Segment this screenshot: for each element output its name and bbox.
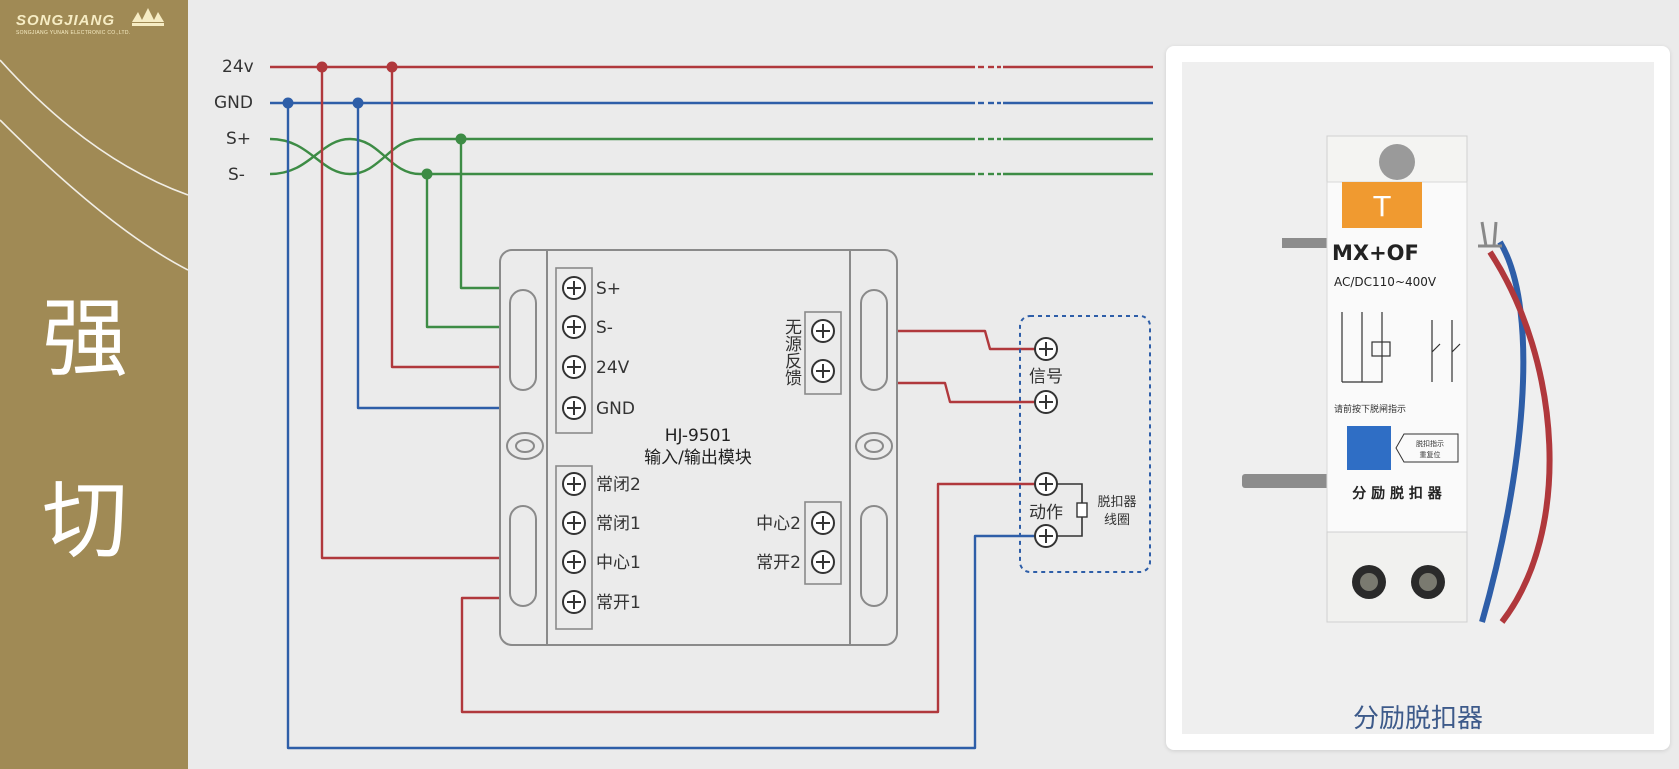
wiring-diagram: 24v GND S+ S-: [214, 57, 1153, 750]
coil-label-1: 脱扣器: [1097, 495, 1136, 510]
device-screw-right-head: [1419, 573, 1437, 591]
wire-24v-to-center1: [320, 67, 560, 560]
terminal-label-nc1: 常闭1: [596, 514, 641, 534]
device-schematic-symbol: [1341, 312, 1461, 383]
terminal-label-s-plus: S+: [596, 279, 621, 299]
terminal-label-s-minus: S-: [596, 318, 613, 338]
device-red-wire: [1487, 250, 1553, 624]
device-blue-wire: [1479, 240, 1527, 623]
io-module-hj9501: [499, 249, 898, 646]
device-caption: 分励脱扣器: [1352, 704, 1483, 734]
device-orange-indicator: [1342, 182, 1422, 228]
terminal-label-com2: 中心2: [756, 514, 801, 534]
wire-feedback-top: [893, 329, 1046, 351]
terminal-label-gnd: GND: [596, 399, 635, 419]
brand-subtitle: SONGJIANG YUNAN ELECTRONIC CO.,LTD.: [16, 30, 131, 36]
signal-label: 信号: [1029, 367, 1063, 387]
device-photo-area: T MX+OF AC/DC110~400V 请前按下脱闸指示 脱扣指示 重复位 …: [1182, 62, 1654, 734]
bus-label-s-minus: S-: [228, 165, 245, 185]
device-reset-note-1: 脱扣指示: [1416, 439, 1444, 448]
device-terminal-clip: [1478, 221, 1502, 248]
brand-name: SONGJIANG: [16, 12, 116, 29]
coil-label-2: 线圈: [1104, 513, 1130, 528]
coil-symbol: [1076, 502, 1088, 518]
module-name: 输入/输出模块: [644, 448, 752, 468]
device-top-hole: [1379, 144, 1415, 180]
device-note: 请前按下脱闸指示: [1334, 403, 1406, 415]
action-label: 动作: [1029, 503, 1063, 523]
title-char-1: 强: [42, 289, 128, 389]
device-reset-tag: [1395, 433, 1459, 463]
device-side-pin: [1242, 474, 1332, 488]
device-label: 分 励 脱 扣 器: [1352, 485, 1442, 502]
bus-s-minus-line: [269, 137, 1153, 176]
device-blue-switch: [1347, 426, 1391, 470]
brand-sidebar: SONGJIANG SONGJIANG YUNAN ELECTRONIC CO.…: [0, 0, 188, 769]
device-indicator-letter: T: [1372, 190, 1391, 223]
device-top-pin: [1282, 238, 1332, 248]
sidebar-decor-arcs: [0, 8, 188, 271]
terminal-label-com1: 中心1: [596, 553, 641, 573]
device-bottom-housing: [1326, 531, 1468, 623]
wire-gnd-to-module: [356, 103, 560, 410]
wire-feedback-bottom: [893, 381, 1046, 404]
device-voltage: AC/DC110~400V: [1334, 275, 1437, 289]
bus-s-plus-line: [269, 137, 1153, 176]
brand-logo-icon: [132, 8, 164, 26]
terminal-label-24v: 24V: [596, 358, 630, 378]
bus-label-24v: 24v: [222, 57, 254, 77]
feedback-label: 无源反馈: [781, 318, 802, 386]
terminal-label-no1: 常开1: [596, 593, 641, 613]
module-model: HJ-9501: [665, 426, 732, 446]
junction-dots: [282, 61, 467, 180]
device-photo-card: T MX+OF AC/DC110~400V 请前按下脱闸指示 脱扣指示 重复位 …: [1166, 46, 1670, 750]
wire-gnd-to-action: [286, 103, 1046, 750]
device-screw-left-head: [1360, 573, 1378, 591]
wire-no1-to-action: [460, 482, 1046, 714]
terminal-label-nc2: 常闭2: [596, 475, 641, 495]
module-left-screws: [562, 276, 586, 614]
bus-label-s-plus: S+: [226, 129, 251, 149]
terminal-label-no2: 常开2: [756, 553, 801, 573]
bus-label-gnd: GND: [214, 93, 253, 113]
device-front-panel: [1326, 181, 1468, 533]
module-right-screws: [811, 319, 835, 574]
device-model: MX+OF: [1332, 241, 1419, 265]
shunt-release-device-illustration: T MX+OF AC/DC110~400V 请前按下脱闸指示 脱扣指示 重复位 …: [1242, 135, 1553, 624]
title-char-2: 切: [42, 471, 128, 571]
breaker-coil-box: [1019, 315, 1151, 573]
device-reset-note-2: 重复位: [1420, 450, 1441, 459]
